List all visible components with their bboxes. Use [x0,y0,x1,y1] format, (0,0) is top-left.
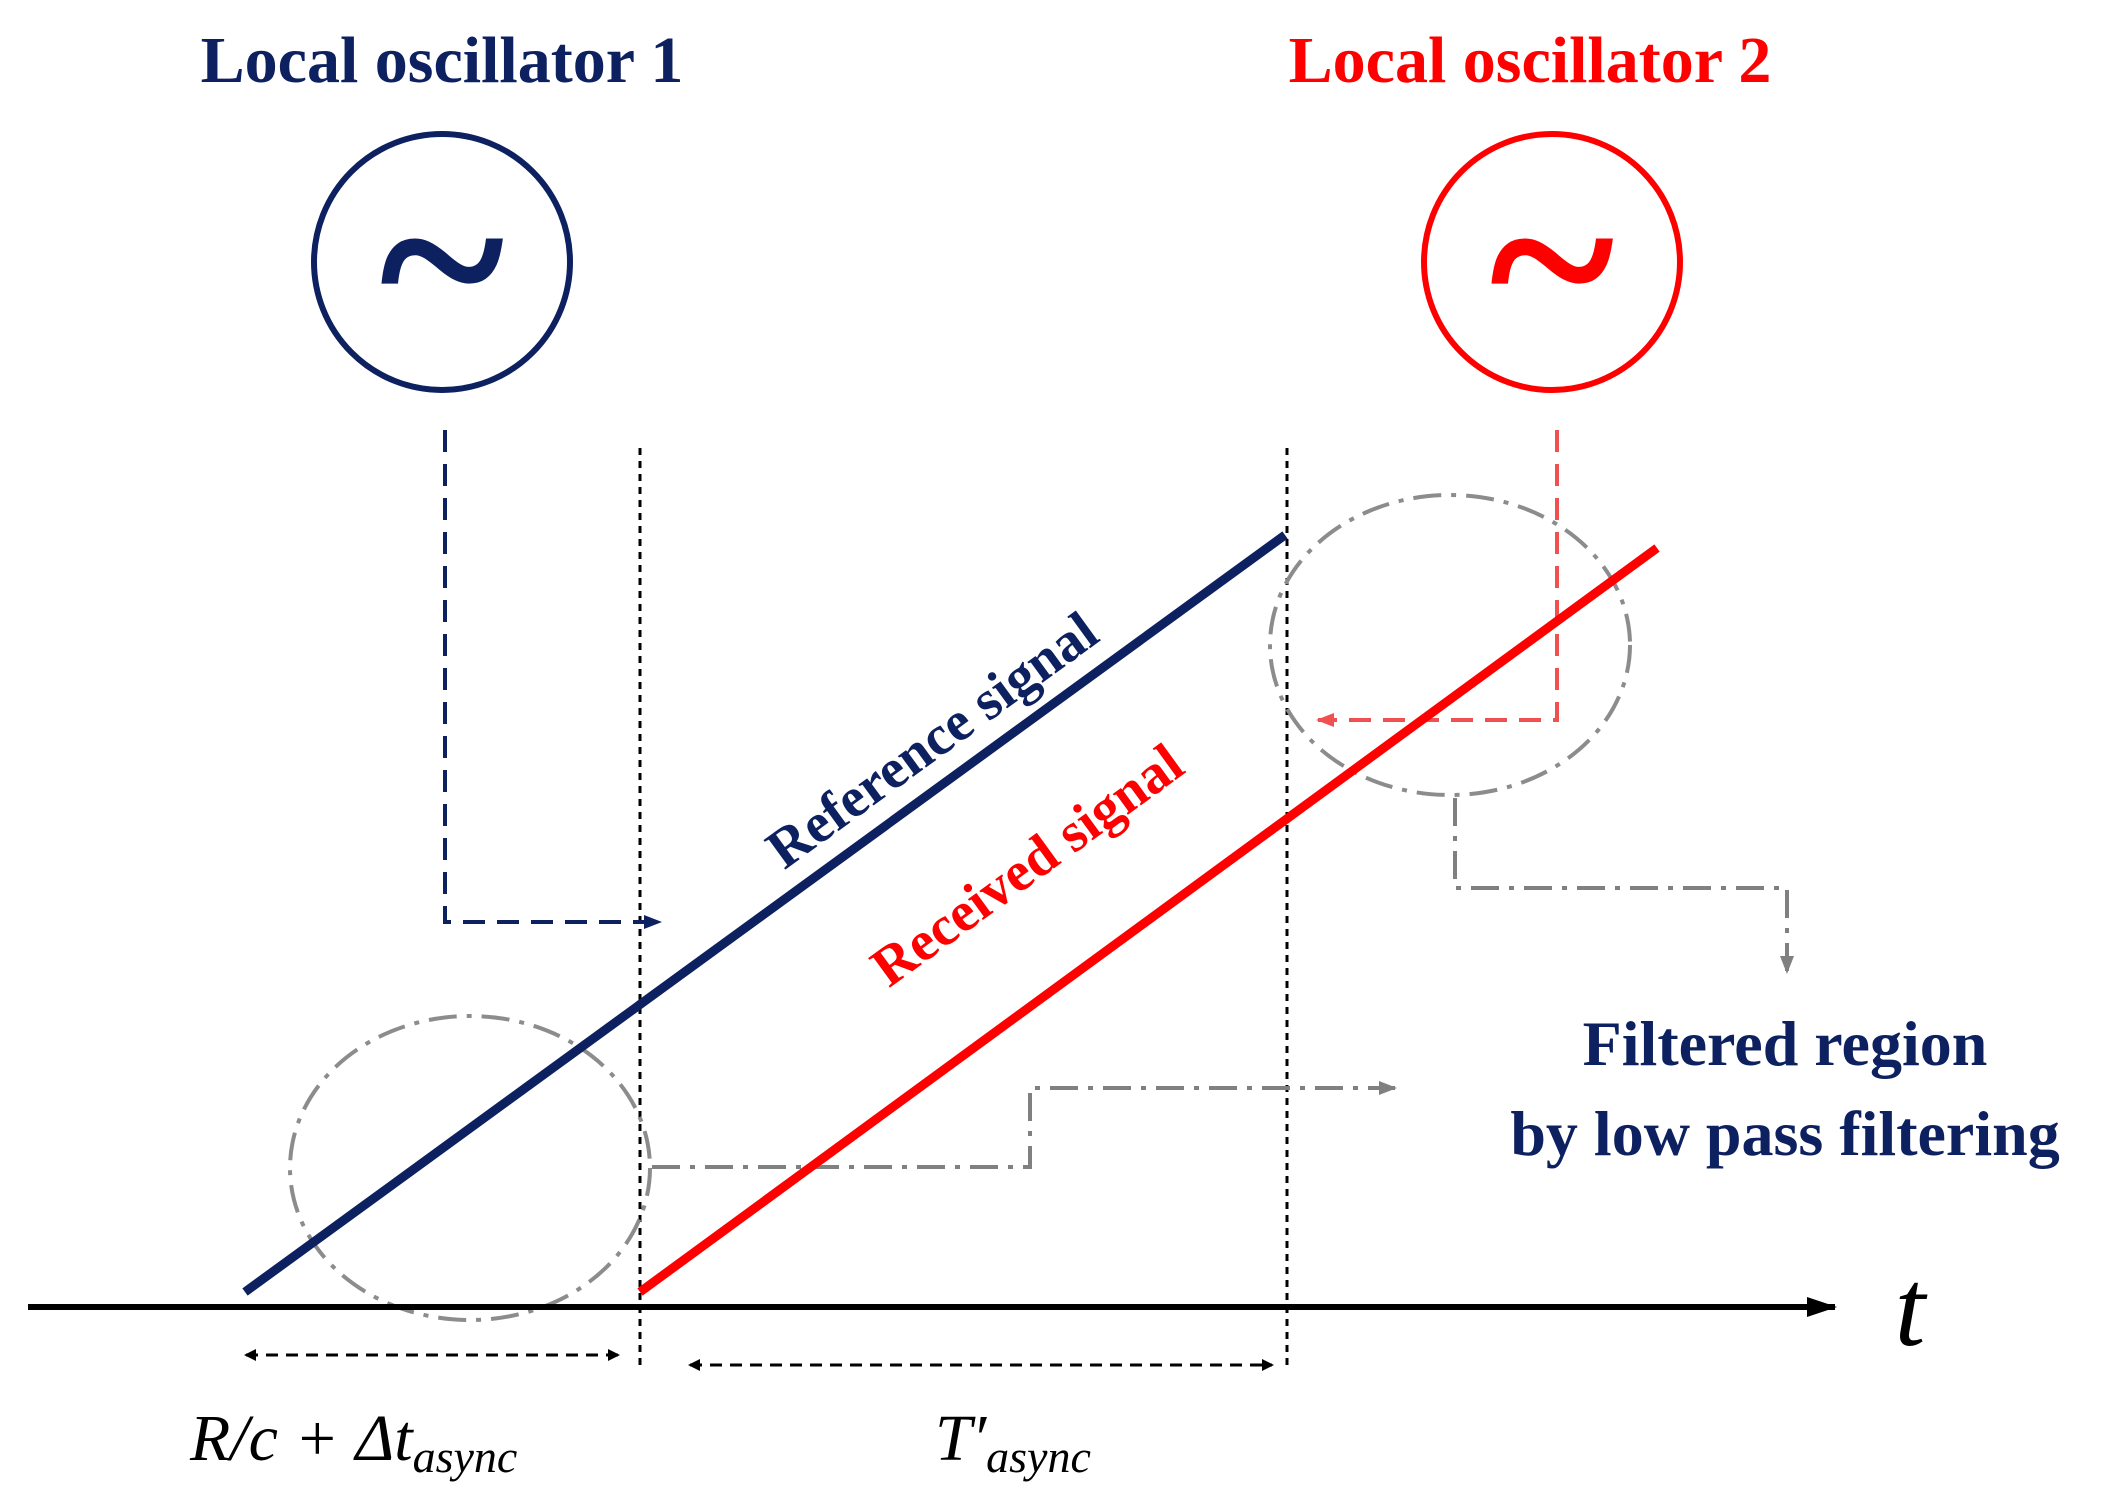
delay-prefix: R/c + Δ [189,1402,394,1475]
lo1-tilde-icon: ~ [380,126,505,392]
lo2-title: Local oscillator 2 [1289,24,1772,97]
lo2-oscillator-icon: ~ [1421,126,1683,393]
filtered-region-label-line2: by low pass filtering [1510,1098,2059,1169]
filtered-connector-lower [652,1081,1397,1169]
lo1-oscillator-icon: ~ [311,126,573,393]
period-interval-label: T′async [935,1402,1091,1482]
period-subscript: async [986,1431,1091,1482]
filtered-region-label-line1: Filtered region [1583,1008,1988,1079]
time-axis-label: t [1895,1247,1928,1369]
period-var: T′ [935,1402,988,1475]
filtered-region-lower [288,1014,652,1322]
delay-interval-label: R/c + Δtasync [189,1402,517,1482]
received-signal-line [637,544,1660,1296]
filtered-connector-upper [1453,798,1794,974]
lo1-title: Local oscillator 1 [201,24,684,97]
reference-signal-line [242,531,1288,1296]
delay-subscript: async [413,1431,518,1482]
filtered-region-upper [1268,493,1632,797]
delay-var: t [394,1402,414,1475]
lo2-tilde-icon: ~ [1490,126,1615,392]
lo2-feed-arrow [1316,430,1559,727]
lo1-feed-arrow [443,430,662,929]
